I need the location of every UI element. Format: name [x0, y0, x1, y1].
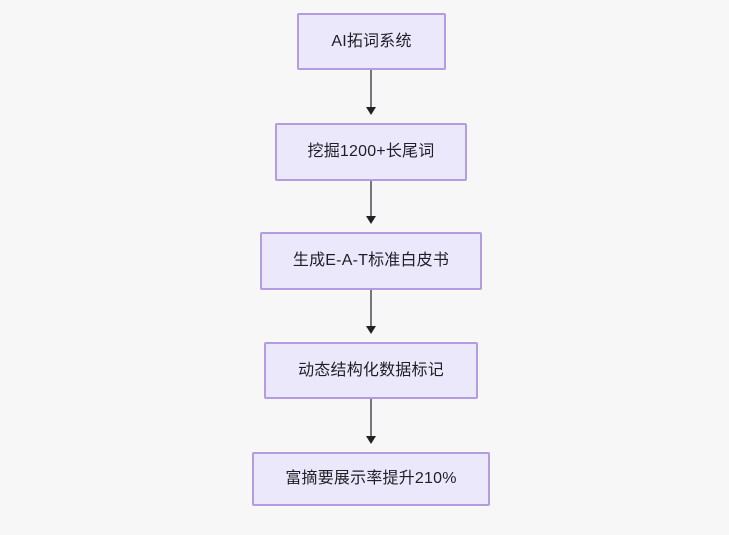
flowchart-node-rich-snippet-result[interactable]: 富摘要展示率提升210%: [252, 452, 490, 506]
arrowhead-icon: [366, 216, 376, 224]
edge-line: [370, 290, 372, 326]
node-label: 挖掘1200+长尾词: [307, 143, 435, 160]
node-label: 动态结构化数据标记: [298, 361, 444, 379]
arrowhead-icon: [366, 107, 376, 115]
edge-line: [370, 70, 372, 107]
arrowhead-icon: [366, 436, 376, 444]
edge-line: [370, 399, 372, 436]
node-label: 生成E-A-T标准白皮书: [292, 252, 450, 269]
flowchart-node-eat-whitepaper[interactable]: 生成E-A-T标准白皮书: [260, 232, 482, 290]
flowchart-node-ai-keyword-system[interactable]: AI拓词系统: [297, 13, 446, 70]
node-label: AI拓词系统: [331, 32, 412, 50]
arrowhead-icon: [366, 326, 376, 334]
flowchart-node-longtail-keywords[interactable]: 挖掘1200+长尾词: [275, 123, 467, 181]
flowchart-node-structured-data-markup[interactable]: 动态结构化数据标记: [264, 342, 478, 399]
node-label: 富摘要展示率提升210%: [285, 470, 457, 487]
edge-line: [370, 181, 372, 216]
